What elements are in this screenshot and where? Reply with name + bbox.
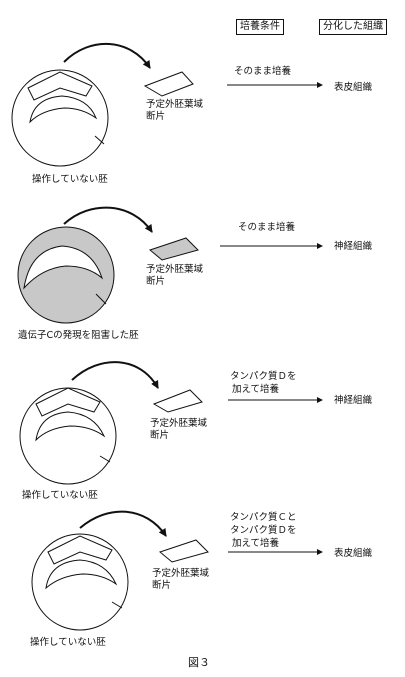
transfer-arrow-1 xyxy=(63,42,151,69)
embryo-mark-3 xyxy=(99,455,111,463)
embryo-3 xyxy=(19,387,117,485)
embryo-2 xyxy=(17,226,115,324)
row-3-diagram xyxy=(19,361,323,485)
ectoderm-cut-1 xyxy=(27,71,93,101)
fragment-1 xyxy=(143,71,194,97)
row-4-result: 表皮組織 xyxy=(334,548,373,559)
row-1-fragment-label-2: 断片 xyxy=(146,111,166,122)
embryo-mark-2 xyxy=(95,293,107,305)
transfer-arrow-4 xyxy=(79,510,167,537)
blastocoel-4 xyxy=(45,559,118,590)
row-2-embryo-label: 遺伝子Cの発現を阻害した胚 xyxy=(18,330,139,341)
row-1-embryo-label: 操作していない胚 xyxy=(32,174,108,185)
row-1-result: 表皮組織 xyxy=(334,82,373,93)
row-1-condition: そのまま培養 xyxy=(234,66,292,77)
ectoderm-cut-4 xyxy=(47,535,113,565)
blastocoel-3 xyxy=(35,411,106,442)
row-2-condition: そのまま培養 xyxy=(238,222,296,233)
row-4-condition-line-3: 加えて培養 xyxy=(232,538,280,549)
ectoderm-cut-3 xyxy=(35,387,101,417)
fragment-3 xyxy=(152,389,203,413)
row-3-fragment-label: 予定外胚葉域 xyxy=(150,418,208,429)
row-1-diagram xyxy=(11,42,323,167)
header-differentiated-tissue: 分化した組織 xyxy=(319,19,387,35)
row-3-fragment-label-2: 断片 xyxy=(150,430,170,441)
figure-caption: 図３ xyxy=(188,656,210,669)
row-2-fragment-label-2: 断片 xyxy=(146,276,166,287)
embryo-4 xyxy=(31,533,129,631)
row-4-condition-line-2: タンパク質Ｄを xyxy=(230,525,297,536)
fragment-2 xyxy=(148,237,199,261)
embryo-mark-4 xyxy=(111,601,123,609)
row-3-result: 神経組織 xyxy=(334,395,373,406)
row-4-condition-line-1: タンパク質Ｃと xyxy=(230,512,297,523)
transfer-arrow-2 xyxy=(63,206,153,233)
header-culture-condition: 培養条件 xyxy=(236,19,284,35)
row-3-embryo-label: 操作していない胚 xyxy=(22,490,98,501)
row-4-fragment-label-2: 断片 xyxy=(152,580,172,591)
row-4-diagram xyxy=(31,510,323,631)
embryo-1 xyxy=(11,69,109,167)
row-3-condition-line-1: タンパク質Ｄを xyxy=(230,371,297,382)
row-2-diagram xyxy=(17,206,323,324)
fragment-4 xyxy=(158,539,209,563)
transfer-arrow-3 xyxy=(71,361,159,389)
blastocoel-1 xyxy=(29,95,98,124)
row-2-fragment-label: 予定外胚葉域 xyxy=(146,264,204,275)
embryo-mark-1 xyxy=(94,135,105,145)
row-2-result: 神経組織 xyxy=(334,241,373,252)
blastocoel-2 xyxy=(23,245,104,290)
row-3-condition-line-2: 加えて培養 xyxy=(232,384,280,395)
row-4-embryo-label: 操作していない胚 xyxy=(30,637,106,648)
row-4-fragment-label: 予定外胚葉域 xyxy=(152,568,210,579)
row-1-fragment-label: 予定外胚葉域 xyxy=(146,99,204,110)
